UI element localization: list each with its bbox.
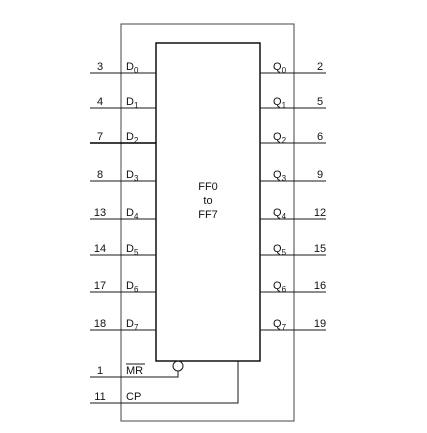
pin-number: 8	[97, 169, 103, 181]
pin-number: 12	[314, 207, 326, 219]
pin-number: 1	[97, 365, 103, 377]
signal-label-q3: Q3	[273, 169, 287, 183]
signal-label-q1: Q1	[273, 96, 287, 110]
signal-label-q2: Q2	[273, 131, 287, 145]
signal-label-d0: D0	[126, 61, 139, 75]
signal-label-mr: MR	[126, 365, 143, 377]
signal-label-q0: Q0	[273, 61, 287, 75]
pin-number: 9	[317, 169, 323, 181]
pin-number: 14	[94, 243, 106, 255]
package-outline	[120, 23, 295, 422]
signal-label-d7: D7	[126, 318, 139, 332]
pin-number: 3	[97, 61, 103, 73]
signal-label-d4: D4	[126, 207, 139, 221]
signal-label-d6: D6	[126, 280, 139, 294]
signal-label-q6: Q6	[273, 280, 287, 294]
mr-connection-wire	[121, 371, 179, 378]
block-label-line2: to	[203, 195, 212, 207]
data-output-pins: 2 Q0 5 Q1 6 Q2 9 Q3 12 Q4 15 Q5 16 Q6 19 Q7	[260, 61, 326, 332]
signal-label-cp: CP	[126, 391, 141, 403]
block-label-line3: FF7	[198, 209, 218, 221]
pin-number: 13	[94, 207, 106, 219]
signal-label-q4: Q4	[273, 207, 287, 221]
pin-number: 7	[97, 131, 103, 143]
pin-number: 6	[317, 131, 323, 143]
signal-label-d1: D1	[126, 96, 139, 110]
pin-number: 15	[314, 243, 326, 255]
control-pins: 1 MR 11 CP	[90, 363, 145, 404]
flip-flop-block	[155, 42, 261, 362]
pin-number: 17	[94, 280, 106, 292]
signal-label-q5: Q5	[273, 243, 287, 257]
signal-label-q7: Q7	[273, 318, 287, 332]
pin-number: 11	[94, 391, 105, 403]
mr-inversion-bubble	[172, 360, 184, 372]
cp-connection-wire	[121, 361, 239, 404]
pin-number: 5	[317, 96, 323, 108]
signal-label-d5: D5	[126, 243, 139, 257]
block-label-line1: FF0	[198, 181, 218, 193]
pin-number: 19	[314, 318, 326, 330]
data-input-pins: 3 D0 4 D1 7 D2 8 D3 13 D4 14 D5 17 D6 18 D7	[90, 61, 156, 332]
signal-label-d3: D3	[126, 169, 139, 183]
pin-number: 18	[94, 318, 106, 330]
pin-number: 4	[97, 96, 103, 108]
pin-number: 16	[314, 280, 326, 292]
pin-number: 2	[317, 61, 323, 73]
signal-label-d2: D2	[126, 131, 139, 145]
